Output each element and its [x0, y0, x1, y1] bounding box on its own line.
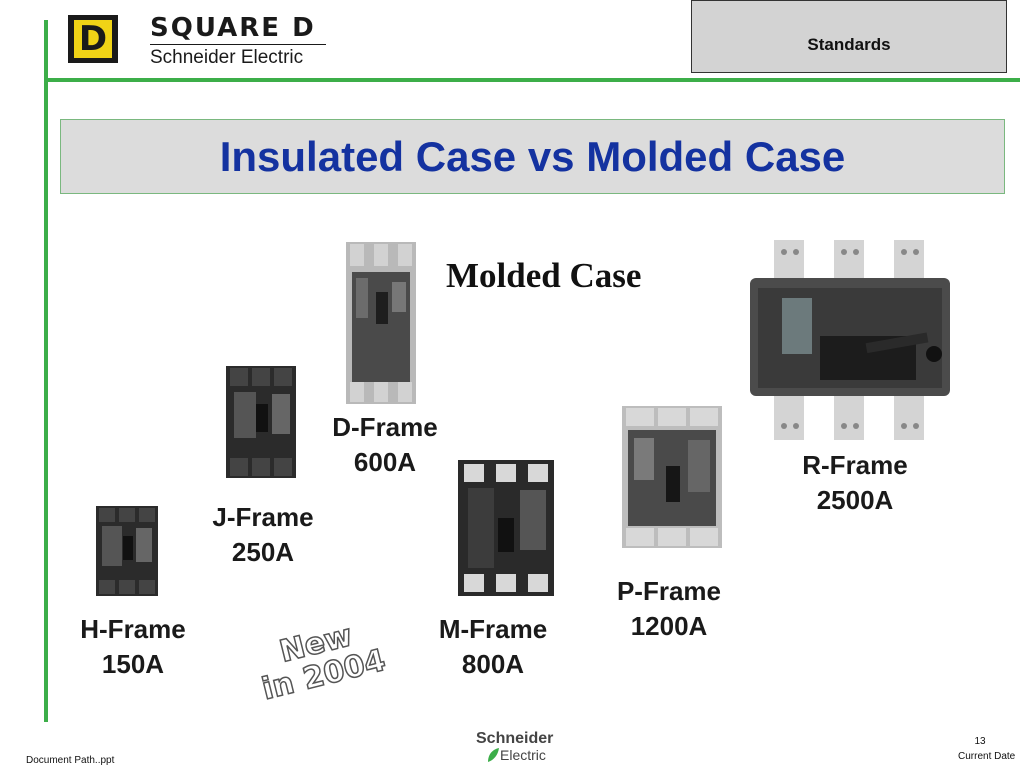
page-number: 13	[974, 736, 986, 747]
frame-label-p: P-Frame 1200A	[594, 574, 744, 644]
leaf-icon	[488, 748, 499, 762]
footer-logo-line2: Electric	[500, 747, 546, 763]
frame-rating: 150A	[101, 649, 165, 679]
brand-schneider: Schneider Electric	[150, 47, 304, 68]
schneider-electric-logo: Schneider Electric	[470, 730, 560, 766]
p-frame-breaker-image	[622, 406, 722, 548]
d-frame-breaker-image	[346, 242, 416, 404]
frame-rating: 1200A	[630, 611, 708, 641]
footer-date: Current Date	[958, 751, 1016, 762]
frame-rating: 800A	[461, 649, 525, 679]
new-in-2004-stamp: New in 2004	[235, 610, 406, 711]
frame-name: P-Frame	[616, 576, 722, 606]
green-horizontal-rule	[44, 78, 1020, 82]
frame-label-m: M-Frame 800A	[418, 612, 568, 682]
section-label: Standards	[807, 35, 891, 54]
green-vertical-rule	[44, 20, 48, 722]
frame-label-h: H-Frame 150A	[58, 612, 208, 682]
frame-label-d: D-Frame 600A	[310, 410, 460, 480]
r-frame-breaker-image	[746, 240, 952, 440]
frame-name: R-Frame	[802, 450, 908, 480]
title-bar: Insulated Case vs Molded Case	[60, 119, 1005, 194]
section-box: Standards	[691, 0, 1007, 73]
document-path: Document Path..ppt	[26, 755, 115, 766]
j-frame-breaker-image	[226, 366, 296, 478]
slide-subtitle: Molded Case	[446, 256, 642, 295]
footer-logo-line1: Schneider	[476, 730, 554, 747]
frame-label-j: J-Frame 250A	[188, 500, 338, 570]
logo-letter: D	[78, 19, 108, 59]
square-d-logo: D	[68, 15, 118, 63]
frame-name: M-Frame	[438, 614, 548, 644]
frame-rating: 250A	[231, 537, 295, 567]
frame-name: H-Frame	[80, 614, 186, 644]
frame-rating: 2500A	[816, 485, 894, 515]
logo-yellow-square: D	[74, 20, 112, 58]
slide-title: Insulated Case vs Molded Case	[219, 132, 846, 180]
frame-name: D-Frame	[332, 412, 438, 442]
m-frame-breaker-image	[458, 460, 554, 596]
brand-divider	[150, 44, 326, 45]
frame-label-r: R-Frame 2500A	[780, 448, 930, 518]
frame-rating: 600A	[353, 447, 417, 477]
brand-square-d: SQUARE D	[150, 13, 316, 43]
frame-name: J-Frame	[212, 502, 314, 532]
h-frame-breaker-image	[96, 506, 158, 596]
